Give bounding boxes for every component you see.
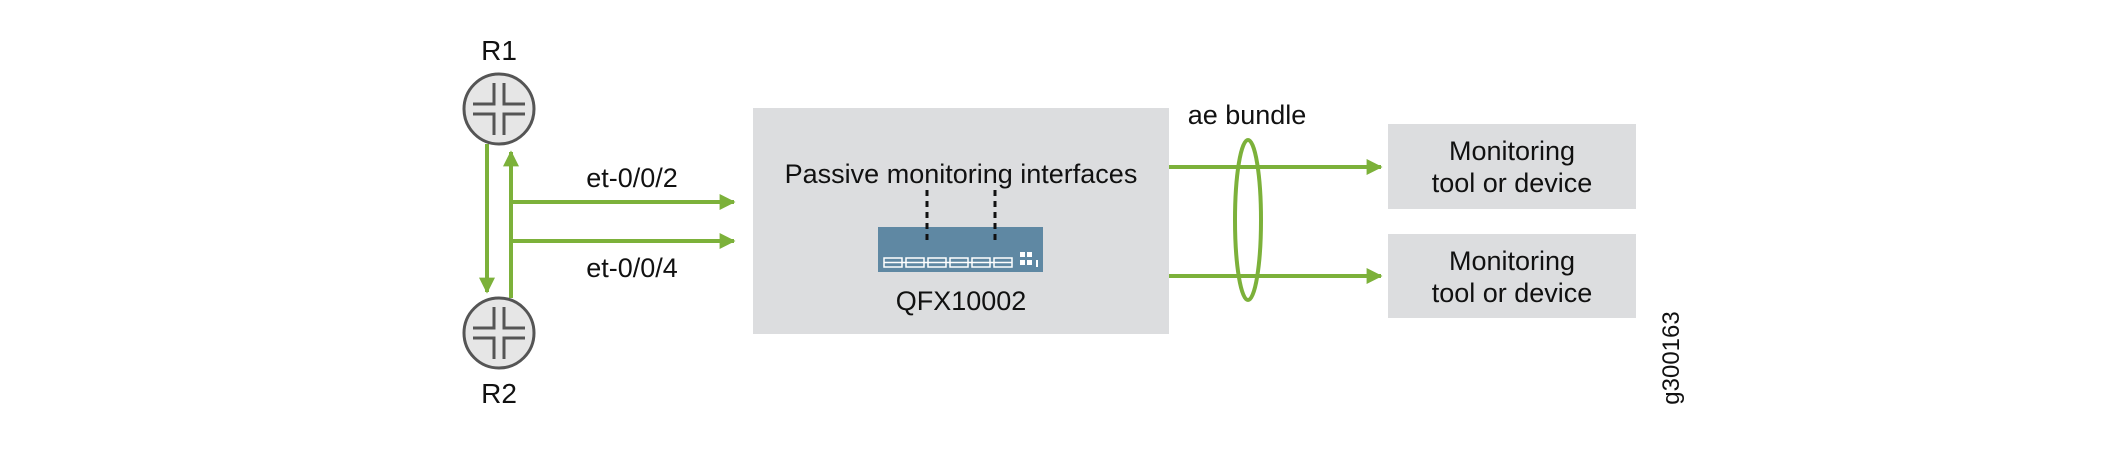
link-label: et-0/0/2 xyxy=(586,163,678,193)
figure-id: g300163 xyxy=(1658,311,1685,404)
router-icon xyxy=(462,72,536,146)
monitoring-tool-2: Monitoring tool or device xyxy=(1388,234,1636,318)
monitoring-tool-1: Monitoring tool or device xyxy=(1388,124,1636,209)
ae-bundle-ellipse xyxy=(1233,138,1263,302)
router-icon xyxy=(462,296,536,370)
switch-box xyxy=(753,108,1169,334)
svg-text:Monitoring: Monitoring xyxy=(1449,136,1575,166)
link-label: et-0/0/4 xyxy=(586,253,678,283)
router-label-r1: R1 xyxy=(481,35,517,66)
svg-text:Monitoring: Monitoring xyxy=(1449,246,1575,276)
device-label: QFX10002 xyxy=(896,286,1027,316)
switch-icon xyxy=(878,227,1043,272)
router-links xyxy=(479,144,736,298)
monitor-ports xyxy=(925,190,997,245)
svg-text:tool or device: tool or device xyxy=(1432,168,1593,198)
svg-text:tool or device: tool or device xyxy=(1432,278,1593,308)
router-label-r2: R2 xyxy=(481,378,517,409)
bundle-label: ae bundle xyxy=(1188,100,1307,130)
switch-box-title: Passive monitoring interfaces xyxy=(785,159,1138,189)
